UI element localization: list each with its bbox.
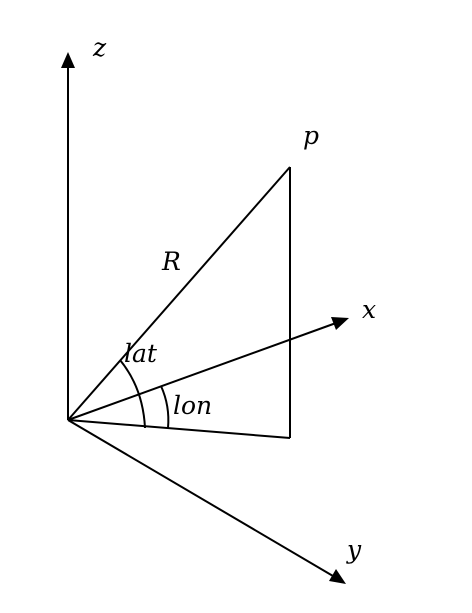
point-label: p: [303, 121, 319, 150]
latitude-label: lat: [124, 339, 158, 368]
radius-line: [67, 166, 291, 421]
y-axis-line: [67, 419, 334, 577]
latitude-arc: [119, 359, 146, 429]
z-axis-arrowhead: [61, 52, 75, 68]
radius-label: R: [161, 247, 181, 276]
y-axis-arrowhead: [329, 569, 346, 584]
longitude-arc: [160, 385, 170, 429]
y-axis-label: y: [346, 535, 362, 564]
longitude-label: lon: [173, 391, 212, 420]
projection-base-line: [67, 419, 291, 439]
x-axis-arrowhead: [331, 317, 349, 330]
z-axis-label: z: [92, 33, 107, 62]
x-axis-line: [67, 322, 337, 421]
x-axis-label: x: [362, 295, 376, 324]
